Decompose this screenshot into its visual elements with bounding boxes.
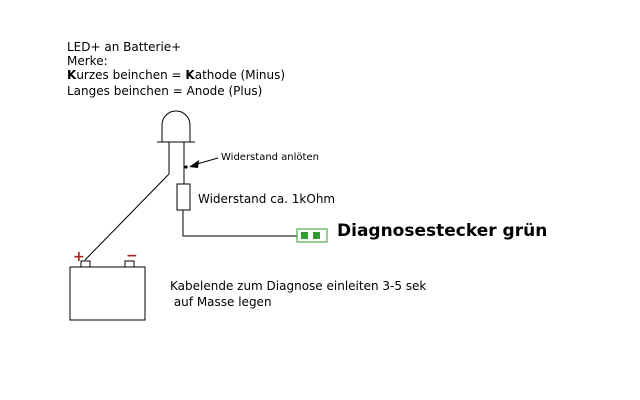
solder-point-dot: [184, 165, 188, 169]
battery-symbol: [69, 260, 146, 321]
note-kurzes-text: urzes beinchen =: [76, 68, 186, 82]
note-kathode-text: athode (Minus): [194, 68, 286, 82]
connector-pin-left: [301, 232, 308, 239]
led-dome: [161, 110, 191, 142]
led-symbol: [157, 110, 195, 184]
note-langes-beinchen: Langes beinchen = Anode (Plus): [67, 84, 263, 98]
diagnostic-connector-outline: [296, 228, 328, 243]
connector-pin-right: [313, 232, 320, 239]
note-merke: Merke:: [67, 54, 108, 68]
bold-k-kurzes: K: [67, 68, 77, 82]
annotation-arrow: [184, 157, 219, 169]
battery-body: [69, 266, 146, 321]
label-widerstand-wert: Widerstand ca. 1kOhm: [198, 192, 336, 206]
bold-k-kathode: K: [185, 68, 195, 82]
annotation-arrow-line: [196, 157, 219, 165]
battery-terminal-minus-tab: [124, 260, 135, 267]
note-led-plus: LED+ an Batterie+: [67, 40, 182, 54]
label-diagnosestecker: Diagnosestecker grün: [337, 221, 548, 241]
annotation-arrow-head: [189, 160, 199, 168]
label-widerstand-anloeten: Widerstand anlöten: [221, 152, 319, 163]
wire-resistor-to-connector: [182, 210, 297, 237]
note-kurzes-beinchen: Kurzes beinchen = Kathode (Minus): [67, 68, 285, 82]
battery-minus-label: −: [126, 248, 138, 264]
label-kabelende-zeile2: auf Masse legen: [170, 295, 272, 309]
battery-plus-label: +: [73, 249, 85, 265]
battery-terminal-plus-tab: [80, 260, 91, 267]
diagnostic-connector-symbol: [296, 228, 328, 243]
wire-led-to-battery: [84, 173, 170, 261]
label-kabelende-zeile1: Kabelende zum Diagnose einleiten 3-5 sek: [170, 279, 427, 293]
resistor-symbol: [176, 183, 191, 211]
